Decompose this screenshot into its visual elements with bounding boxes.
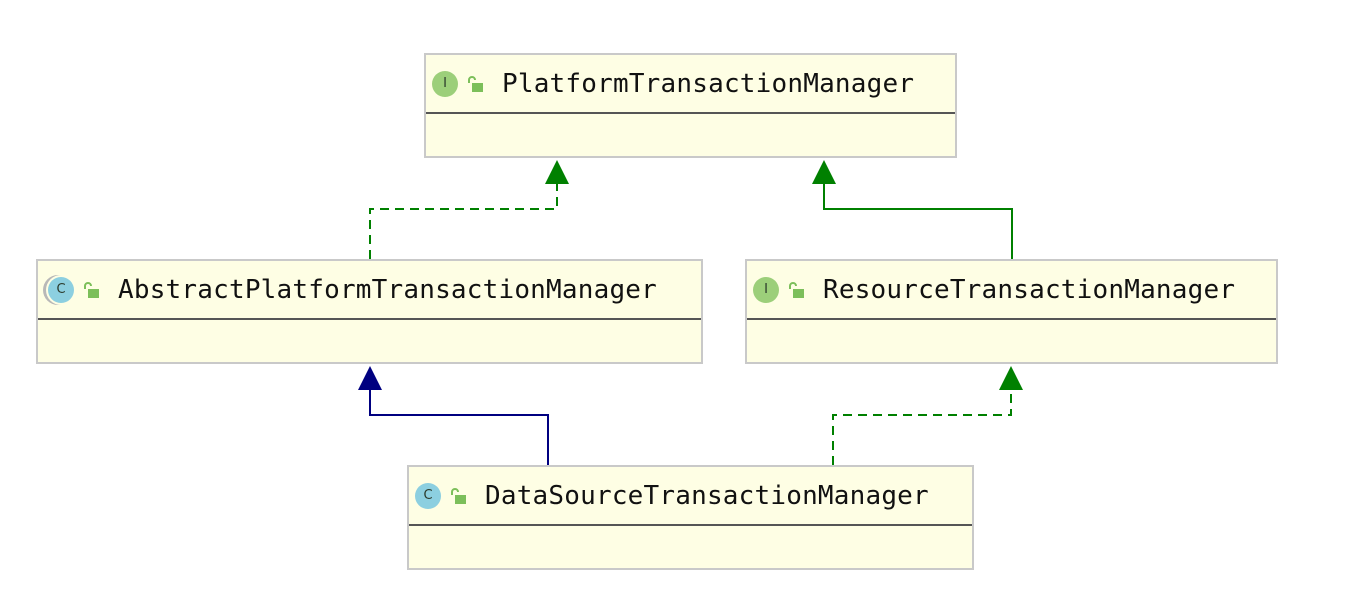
lock-open-icon (451, 487, 466, 504)
interface-icon: I (432, 70, 458, 97)
arrowhead-icon (999, 366, 1023, 390)
node-abstract-platform-transaction-manager[interactable]: C AbstractPlatformTransactionManager (36, 259, 703, 364)
interface-icon: I (753, 276, 779, 303)
node-header: I ResourceTransactionManager (747, 261, 1276, 320)
node-name: PlatformTransactionManager (502, 68, 915, 99)
node-platform-transaction-manager[interactable]: I PlatformTransactionManager (424, 53, 957, 158)
node-name: AbstractPlatformTransactionManager (118, 274, 658, 305)
abstract-class-icon: C (48, 276, 74, 303)
arrowhead-icon (545, 160, 569, 184)
lock-open-icon (789, 281, 804, 298)
node-header: C DataSourceTransactionManager (409, 467, 972, 526)
edge-datasource-extends-abstract (358, 366, 549, 465)
edge-abstract-implements-platform (369, 160, 569, 259)
node-header: C AbstractPlatformTransactionManager (38, 261, 701, 320)
node-resource-transaction-manager[interactable]: I ResourceTransactionManager (745, 259, 1278, 364)
lock-open-icon (84, 281, 99, 298)
class-icon: C (415, 482, 441, 509)
node-name: ResourceTransactionManager (823, 274, 1236, 305)
edge-resource-extends-platform (812, 160, 1013, 259)
node-name: DataSourceTransactionManager (485, 480, 929, 511)
lock-open-icon (468, 75, 483, 92)
arrowhead-icon (812, 160, 836, 184)
edge-datasource-implements-resource (832, 366, 1023, 465)
arrowhead-icon (358, 366, 382, 390)
node-header: I PlatformTransactionManager (426, 55, 955, 114)
node-data-source-transaction-manager[interactable]: C DataSourceTransactionManager (407, 465, 974, 570)
